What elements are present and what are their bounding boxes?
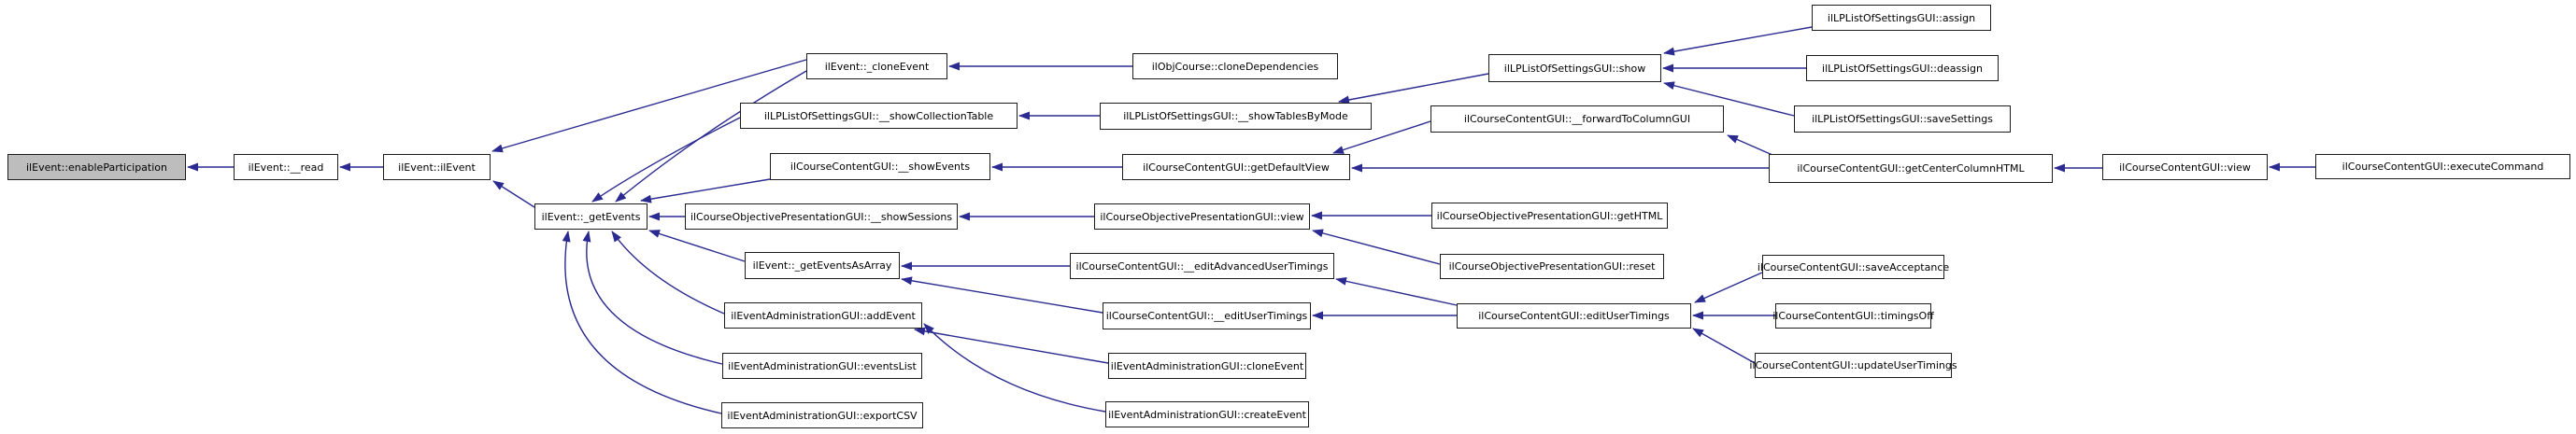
graph-node-n16[interactable]: ilCourseObjectivePresentationGUI::view (1094, 203, 1310, 230)
call-edge-n28-to-n21 (1663, 81, 1795, 117)
graph-node-n25[interactable]: ilCourseContentGUI::editUserTimings (1457, 303, 1691, 329)
call-edge-n7-to-n3 (492, 180, 535, 208)
call-edge-n12-to-n7 (562, 231, 722, 414)
call-edge-n9-to-n7 (648, 230, 746, 262)
graph-node-n5[interactable]: ilLPListOfSettingsGUI::__showCollectionT… (740, 103, 1018, 129)
graph-node-n14[interactable]: ilLPListOfSettingsGUI::__showTablesByMod… (1100, 103, 1372, 130)
graph-node-n24[interactable]: ilCourseObjectivePresentationGUI::reset (1440, 254, 1664, 279)
graph-node-n8[interactable]: ilCourseObjectivePresentationGUI::__show… (685, 203, 958, 230)
call-edge-n20-to-n10 (923, 323, 1106, 413)
graph-node-n33[interactable]: ilCourseContentGUI::view (2102, 154, 2268, 180)
graph-node-n18[interactable]: ilCourseContentGUI::__editUserTimings (1103, 302, 1311, 329)
graph-node-n22[interactable]: ilCourseContentGUI::__forwardToColumnGUI (1430, 105, 1724, 133)
call-edge-n32-to-n25 (1692, 328, 1756, 364)
graph-node-n21[interactable]: ilLPListOfSettingsGUI::show (1488, 54, 1661, 82)
call-edge-n24-to-n16 (1312, 229, 1441, 265)
graph-node-n19[interactable]: ilEventAdministrationGUI::cloneEvent (1108, 353, 1306, 379)
graph-node-n6[interactable]: ilCourseContentGUI::__showEvents (770, 153, 990, 180)
call-edge-n30-to-n25 (1694, 272, 1763, 303)
graph-node-n12[interactable]: ilEventAdministrationGUI::exportCSV (721, 402, 923, 428)
graph-node-n11[interactable]: ilEventAdministrationGUI::eventsList (722, 353, 922, 379)
graph-node-n3[interactable]: ilEvent::ilEvent (383, 154, 491, 180)
call-edge-n4-to-n3 (491, 59, 807, 153)
graph-node-n31[interactable]: ilCourseContentGUI::timingsOff (1772, 303, 1934, 329)
call-edge-n6-to-n7 (640, 178, 771, 203)
graph-node-n7[interactable]: ilEvent::_getEvents (534, 203, 648, 230)
graph-node-n34[interactable]: ilCourseContentGUI::executeCommand (2315, 154, 2570, 179)
graph-node-n23[interactable]: ilCourseObjectivePresentationGUI::getHTM… (1431, 203, 1668, 229)
call-edge-n26-to-n21 (1663, 26, 1813, 56)
call-edge-n29-to-n22 (1727, 134, 1773, 156)
call-edge-n21-to-n14 (1338, 73, 1489, 105)
call-edge-n22-to-n15 (1332, 120, 1431, 154)
graph-node-n15[interactable]: ilCourseContentGUI::getDefaultView (1122, 154, 1350, 180)
call-edge-n5-to-n7 (591, 117, 741, 203)
graph-node-n20[interactable]: ilEventAdministrationGUI::createEvent (1105, 401, 1309, 427)
graph-node-n1: ilEvent::enableParticipation (7, 154, 186, 180)
graph-node-n29[interactable]: ilCourseContentGUI::getCenterColumnHTML (1769, 154, 2053, 183)
graph-node-n26[interactable]: ilLPListOfSettingsGUI::assign (1812, 5, 1991, 31)
edge-group (187, 26, 2315, 414)
call-edge-n19-to-n10 (914, 327, 1109, 364)
call-edge-n25-to-n17 (1335, 276, 1458, 306)
graph-node-n27[interactable]: ilLPListOfSettingsGUI::deassign (1806, 55, 1999, 81)
call-edge-n18-to-n9 (901, 276, 1103, 314)
graph-node-n32[interactable]: ilCourseContentGUI::updateUserTimings (1749, 353, 1957, 378)
graph-node-n17[interactable]: ilCourseContentGUI::__editAdvancedUserTi… (1070, 253, 1334, 279)
graph-node-n9[interactable]: ilEvent::_getEventsAsArray (745, 252, 900, 279)
graph-node-n28[interactable]: ilLPListOfSettingsGUI::saveSettings (1794, 105, 2011, 133)
call-edge-n10-to-n7 (611, 231, 725, 315)
graph-node-n13[interactable]: ilObjCourse::cloneDependencies (1132, 53, 1338, 79)
graph-node-n10[interactable]: ilEventAdministrationGUI::addEvent (724, 302, 922, 329)
call-edge-n11-to-n7 (582, 231, 723, 365)
graph-node-n2[interactable]: ilEvent::__read (234, 154, 338, 180)
graph-node-n4[interactable]: ilEvent::_cloneEvent (806, 53, 947, 79)
call-edge-n4-to-n7 (615, 70, 807, 203)
graph-node-n30[interactable]: ilCourseContentGUI::saveAcceptance (1758, 255, 1949, 279)
